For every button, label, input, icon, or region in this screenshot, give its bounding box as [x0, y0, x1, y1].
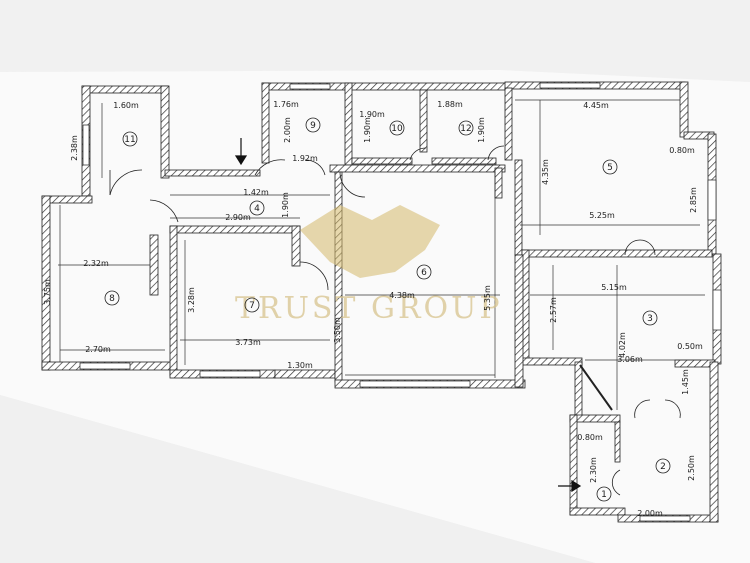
dimension-label: 1.45m [681, 369, 690, 395]
dimension-label: 5.35m [483, 285, 492, 311]
dimension-label: 2.30m [589, 457, 598, 483]
room-circle [416, 264, 432, 280]
room-circle [458, 120, 474, 136]
room-10: 10 [389, 120, 405, 136]
room-number: 5 [607, 163, 613, 173]
dimension-label: 1.76m [273, 100, 299, 109]
watermark-text: TRUST GROUP [235, 291, 503, 326]
room-circle [104, 290, 120, 306]
room-2: 2 [655, 458, 671, 474]
doors [109, 145, 681, 496]
dimension-label: 5.15m [601, 283, 627, 292]
dimension-label: 2.50m [687, 455, 696, 481]
room-circle [642, 310, 658, 326]
room-8: 8 [104, 290, 120, 306]
dimension-label: 1.92m [292, 154, 318, 163]
dimension-label: 3.06m [617, 355, 643, 364]
dimension-label: 3.28m [187, 287, 196, 313]
room-12: 12 [458, 120, 474, 136]
dimension-label: 2.70m [85, 345, 111, 354]
interior-lines [58, 99, 705, 410]
room-circle [655, 458, 671, 474]
entrance-arrows [234, 138, 582, 493]
room-6: 6 [416, 264, 432, 280]
dimension-label: 2.57m [549, 297, 558, 323]
room-3: 3 [642, 310, 658, 326]
paper-sheet-bottom [0, 395, 595, 563]
dimension-label: 0.80m [669, 146, 695, 155]
room-5: 5 [602, 159, 618, 175]
room-number: 1 [601, 490, 607, 500]
dimension-label: 1.42m [243, 188, 269, 197]
dimension-label: 2.00m [283, 117, 292, 143]
room-number: 12 [460, 124, 471, 134]
room-circle [249, 200, 265, 216]
room-circle [122, 131, 138, 147]
room-4: 4 [249, 200, 265, 216]
dimension-label: 5.25m [589, 211, 615, 220]
room-number: 8 [109, 294, 115, 304]
dimension-label: 2.38m [70, 135, 79, 161]
dimension-label: 1.90m [359, 110, 385, 119]
room-number: 7 [249, 301, 255, 311]
room-number: 2 [660, 462, 666, 472]
room-number: 10 [391, 124, 403, 134]
dimension-label: 2.90m [225, 213, 251, 222]
room-number: 11 [124, 135, 135, 145]
dimension-label: 3.75m [43, 279, 52, 305]
room-number: 4 [254, 204, 260, 214]
paper-sheet-main [0, 70, 750, 563]
dimension-label: 0.80m [577, 433, 603, 442]
dimension-label: 4.45m [583, 101, 609, 110]
dimension-label: 1.90m [363, 117, 372, 143]
room-number: 3 [647, 314, 653, 324]
room-circle [602, 159, 618, 175]
dimension-label: 0.50m [677, 342, 703, 351]
room-circle [389, 120, 405, 136]
room-number: 6 [421, 268, 427, 278]
dimension-labels: 1.60m2.38m1.76m2.00m1.92m1.90m1.90m1.88m… [43, 100, 703, 518]
room-number: 9 [310, 121, 316, 131]
dimension-label: 4.02m [618, 332, 627, 358]
dimension-label: 2.00m [637, 509, 663, 518]
room-circle [596, 486, 612, 502]
room-11: 11 [122, 131, 138, 147]
dimension-label: 4.38m [389, 291, 415, 300]
room-9: 9 [305, 117, 321, 133]
paper-sheet-top [0, 0, 750, 82]
dimension-label: 1.90m [281, 192, 290, 218]
room-circle [244, 297, 260, 313]
dimension-label: 4.35m [541, 159, 550, 185]
dimension-label: 2.85m [689, 187, 698, 213]
room-circle [305, 117, 321, 133]
handshake-logo-icon [300, 205, 440, 278]
dimension-label: 1.60m [113, 101, 139, 110]
dimension-label: 1.30m [287, 361, 313, 370]
dimension-label: 2.32m [83, 259, 109, 268]
room-7: 7 [244, 297, 260, 313]
room-1: 1 [596, 486, 612, 502]
watermark: TRUST GROUP [235, 205, 503, 326]
windows [79, 82, 722, 522]
dimension-label: 1.90m [477, 117, 486, 143]
dimension-label: 3.73m [235, 338, 261, 347]
dimension-label: 3.50m [333, 317, 342, 343]
dimension-label: 1.88m [437, 100, 463, 109]
